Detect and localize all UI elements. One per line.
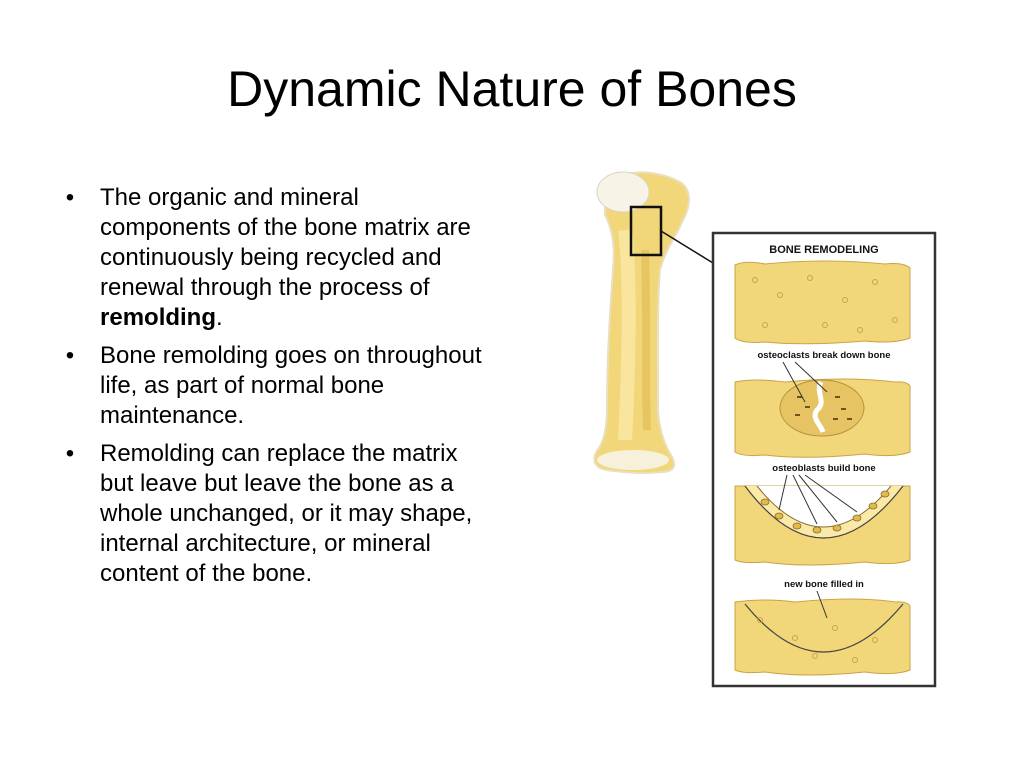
bullet-item: • Remolding can replace the matrix but l…	[60, 439, 490, 589]
femur-illustration	[593, 171, 714, 475]
bullet-text: Remolding can replace the matrix but lea…	[100, 440, 473, 587]
bullet-icon: •	[65, 342, 75, 369]
bullet-list: • The organic and mineral components of …	[60, 183, 490, 597]
bullet-item: • The organic and mineral components of …	[60, 183, 490, 333]
bullet-item: • Bone remolding goes on throughout life…	[60, 341, 490, 431]
bullet-text: The organic and mineral components of th…	[100, 184, 471, 301]
step-4-bone-block	[734, 590, 911, 676]
label-osteoblasts: osteoblasts build bone	[772, 463, 875, 474]
bone-remodeling-illustration: BONE REMODELING osteoclasts break down b…	[593, 171, 937, 688]
bullet-icon: •	[65, 184, 75, 211]
bullet-icon: •	[65, 440, 75, 467]
bullet-bold-term: remolding	[100, 304, 217, 331]
panel-title: BONE REMODELING	[769, 244, 878, 256]
label-new-bone: new bone filled in	[784, 579, 864, 590]
remodeling-panel: BONE REMODELING osteoclasts break down b…	[711, 231, 937, 688]
step-3-bone-block	[734, 474, 911, 566]
slide-title: Dynamic Nature of Bones	[227, 61, 797, 117]
step-2-bone-block	[734, 361, 911, 458]
bone-remodeling-figure: BONE REMODELING osteoclasts break down b…	[565, 160, 945, 700]
bullet-text-end: .	[216, 304, 223, 331]
zoom-connector	[660, 230, 714, 264]
label-osteoclasts: osteoclasts break down bone	[757, 350, 890, 361]
bullet-text: Bone remolding goes on throughout life, …	[100, 342, 482, 429]
step-1-bone-block	[734, 260, 911, 345]
